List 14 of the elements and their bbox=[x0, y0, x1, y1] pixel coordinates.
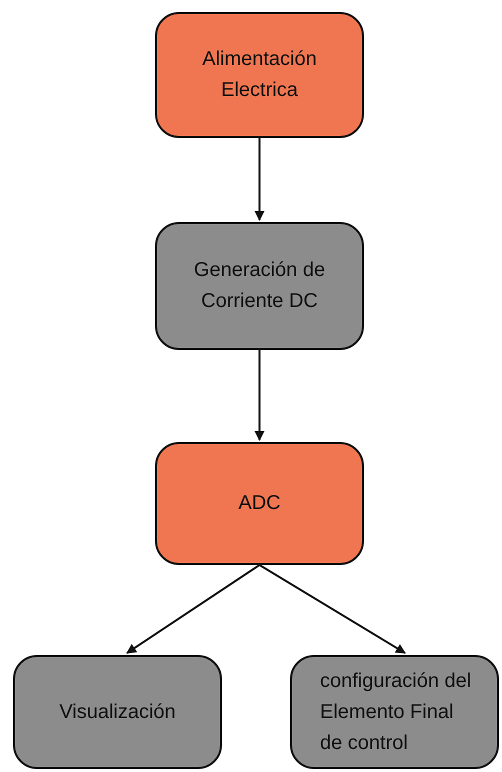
box-label: ADC bbox=[238, 491, 281, 516]
process-box bbox=[290, 655, 499, 769]
box-label: Visualización bbox=[59, 700, 176, 724]
process-box bbox=[13, 655, 222, 769]
arrow bbox=[254, 138, 264, 221]
arrow bbox=[258, 564, 406, 654]
box-label: Alimentación Electrica bbox=[201, 47, 318, 103]
arrow bbox=[254, 350, 264, 441]
box-label: Generación de Corriente DC bbox=[192, 258, 326, 314]
process-box bbox=[155, 12, 364, 138]
process-box bbox=[155, 442, 364, 565]
process-box bbox=[155, 222, 364, 350]
arrow bbox=[126, 564, 260, 654]
box-label: configuración del Elemento Final de control bbox=[320, 668, 472, 756]
